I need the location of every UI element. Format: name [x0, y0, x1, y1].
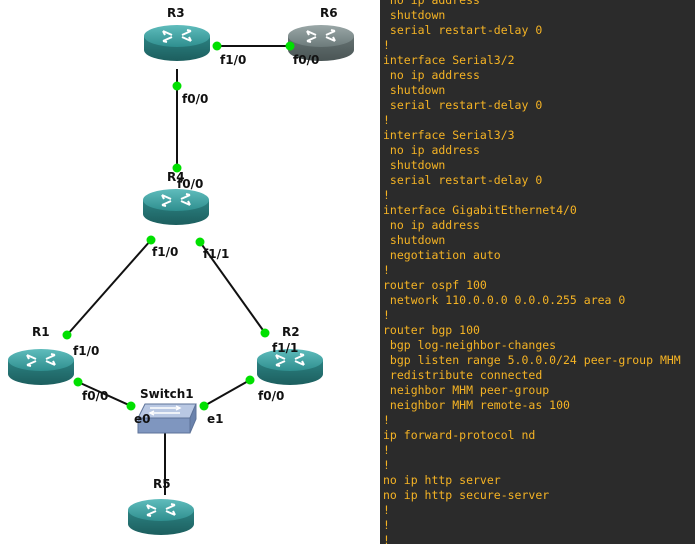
- terminal-line: !: [383, 413, 390, 427]
- terminal-line: !: [383, 518, 390, 532]
- terminal-line: negotiation auto: [383, 248, 501, 262]
- port-label: e1: [207, 412, 224, 426]
- terminal-line: shutdown: [383, 83, 446, 97]
- port-label: e0: [134, 412, 151, 426]
- terminal-line: serial restart-delay 0: [383, 23, 543, 37]
- terminal-line: neighbor MHM peer-group: [383, 383, 550, 397]
- device-label-r4: R4: [167, 170, 185, 184]
- terminal-line: bgp log-neighbor-changes: [383, 338, 557, 352]
- terminal-line: no ip http secure-server: [383, 488, 550, 502]
- terminal-line: ip forward-protocol nd: [383, 428, 536, 442]
- device-label-r5: R5: [153, 477, 171, 491]
- terminal-line: neighbor MHM remote-as 100: [383, 398, 570, 412]
- terminal-line: !: [383, 188, 390, 202]
- terminal-line: shutdown: [383, 158, 446, 172]
- terminal-line: interface Serial3/2: [383, 53, 515, 67]
- terminal-line: interface GigabitEthernet4/0: [383, 203, 577, 217]
- terminal-console[interactable]: no ip address shutdown serial restart-de…: [380, 0, 695, 544]
- router-r1[interactable]: [7, 348, 75, 386]
- device-label-r3: R3: [167, 6, 185, 20]
- link-status-dots: [62, 41, 295, 411]
- terminal-line: interface Serial3/3: [383, 128, 515, 142]
- status-dot: [195, 237, 205, 247]
- terminal-line: no ip address: [383, 0, 480, 7]
- terminal-output: no ip address shutdown serial restart-de…: [380, 0, 681, 544]
- port-label: f1/0: [220, 53, 246, 67]
- terminal-line: !: [383, 308, 390, 322]
- terminal-line: !: [383, 263, 390, 277]
- status-dot: [172, 81, 182, 91]
- terminal-line: !: [383, 503, 390, 517]
- terminal-line: router bgp 100: [383, 323, 480, 337]
- terminal-line: bgp listen range 5.0.0.0/24 peer-group M…: [383, 353, 681, 367]
- router-r4[interactable]: [142, 188, 210, 226]
- terminal-line: serial restart-delay 0: [383, 98, 543, 112]
- status-dot: [73, 377, 83, 387]
- terminal-line: no ip address: [383, 68, 480, 82]
- port-label: f0/0: [177, 177, 203, 191]
- port-label: f1/0: [73, 344, 99, 358]
- port-label: f1/0: [152, 245, 178, 259]
- terminal-line: no ip address: [383, 218, 480, 232]
- terminal-line: !: [383, 38, 390, 52]
- status-dot: [245, 375, 255, 385]
- status-dot: [285, 41, 295, 51]
- terminal-line: redistribute connected: [383, 368, 543, 382]
- port-label: f0/0: [293, 53, 319, 67]
- topology-canvas[interactable]: R3 R6 R4 R1 R2 Switch1 R5 f1/0 f0/0 f0/0…: [0, 0, 380, 544]
- topology-diagram: R3 R6 R4 R1 R2 Switch1 R5 f1/0 f0/0 f0/0…: [7, 6, 355, 536]
- port-label: f1/1: [203, 247, 229, 261]
- link-r4-r2[interactable]: [199, 241, 266, 334]
- port-label: f1/1: [272, 341, 298, 355]
- terminal-line: no ip http server: [383, 473, 501, 487]
- terminal-line: router ospf 100: [383, 278, 487, 292]
- device-label-r1: R1: [32, 325, 50, 339]
- link-r2-switch1[interactable]: [203, 379, 251, 407]
- status-dot: [199, 401, 209, 411]
- router-r5[interactable]: [127, 498, 195, 536]
- status-dot: [260, 328, 270, 338]
- port-label: f0/0: [82, 389, 108, 403]
- terminal-line: shutdown: [383, 8, 446, 22]
- status-dot: [212, 41, 222, 51]
- terminal-line: network 110.0.0.0 0.0.0.255 area 0: [383, 293, 626, 307]
- device-label-r2: R2: [282, 325, 300, 339]
- status-dot: [126, 401, 136, 411]
- router-r3[interactable]: [143, 24, 211, 62]
- switch-switch1[interactable]: [137, 403, 197, 434]
- terminal-line: !: [383, 533, 390, 544]
- port-label: f0/0: [182, 92, 208, 106]
- link-r1-switch1[interactable]: [77, 381, 132, 407]
- device-label-switch1: Switch1: [140, 387, 194, 401]
- status-dot: [62, 330, 72, 340]
- terminal-line: !: [383, 113, 390, 127]
- terminal-line: no ip address: [383, 143, 480, 157]
- device-label-r6: R6: [320, 6, 338, 20]
- port-label: f0/0: [258, 389, 284, 403]
- status-dot: [146, 235, 156, 245]
- terminal-line: !: [383, 458, 390, 472]
- status-dot: [172, 163, 182, 173]
- link-r4-r1[interactable]: [66, 239, 152, 336]
- terminal-line: serial restart-delay 0: [383, 173, 543, 187]
- terminal-line: !: [383, 443, 390, 457]
- terminal-line: shutdown: [383, 233, 446, 247]
